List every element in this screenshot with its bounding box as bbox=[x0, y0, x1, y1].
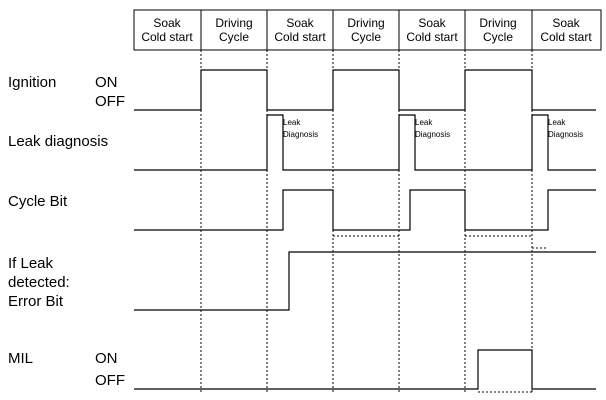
phase-6-line2: Cycle bbox=[483, 30, 513, 44]
leak-pulse-labels: Leak Diagnosis Leak Diagnosis Leak Diagn… bbox=[283, 118, 583, 139]
cycle-bit-waveform bbox=[134, 189, 596, 231]
phase-header: Soak Cold start Driving Cycle Soak Cold … bbox=[133, 9, 602, 51]
leak-diagnosis-label: Leak diagnosis bbox=[8, 133, 108, 150]
error-bit-label-3: Error Bit bbox=[8, 293, 64, 310]
phase-4-line1: Driving bbox=[347, 16, 384, 30]
phase-2-line2: Cycle bbox=[219, 30, 249, 44]
mil-waveform bbox=[134, 349, 596, 390]
ignition-label: Ignition bbox=[8, 74, 56, 91]
leak-pulse-label-3b: Diagnosis bbox=[548, 130, 583, 139]
phase-3-line2: Cold start bbox=[274, 30, 326, 44]
phase-6-line1: Driving bbox=[479, 16, 516, 30]
phase-7-line1: Soak bbox=[552, 16, 580, 30]
phase-3-line1: Soak bbox=[286, 16, 314, 30]
mil-label: MIL bbox=[8, 350, 33, 367]
phase-7-line2: Cold start bbox=[540, 30, 592, 44]
phase-boundaries bbox=[200, 50, 533, 392]
phase-1-line1: Soak bbox=[153, 16, 181, 30]
ignition-waveform bbox=[134, 69, 596, 111]
phase-5-line1: Soak bbox=[418, 16, 446, 30]
error-bit-label-2: detected: bbox=[8, 274, 70, 291]
error-bit-waveform bbox=[134, 251, 596, 311]
phase-1-line2: Cold start bbox=[141, 30, 193, 44]
leak-pulse-label-2a: Leak bbox=[415, 118, 433, 127]
ignition-off-label: OFF bbox=[95, 93, 125, 110]
leak-pulse-label-2b: Diagnosis bbox=[415, 130, 450, 139]
cycle-bit-label: Cycle Bit bbox=[8, 193, 68, 210]
leak-pulse-label-1b: Diagnosis bbox=[283, 130, 318, 139]
phase-2-line1: Driving bbox=[215, 16, 252, 30]
mil-on-label: ON bbox=[95, 350, 118, 367]
phase-5-line2: Cold start bbox=[406, 30, 458, 44]
phase-4-line2: Cycle bbox=[351, 30, 381, 44]
leak-diagnosis-waveform bbox=[134, 114, 596, 171]
row-labels: Ignition ON OFF Leak diagnosis Cycle Bit… bbox=[8, 74, 125, 389]
phase-header-frame bbox=[133, 9, 602, 51]
leak-pulse-label-3a: Leak bbox=[548, 118, 566, 127]
ignition-on-label: ON bbox=[95, 74, 118, 91]
error-bit-label-1: If Leak bbox=[8, 255, 54, 272]
mil-off-label: OFF bbox=[95, 372, 125, 389]
leak-pulse-label-1a: Leak bbox=[283, 118, 301, 127]
